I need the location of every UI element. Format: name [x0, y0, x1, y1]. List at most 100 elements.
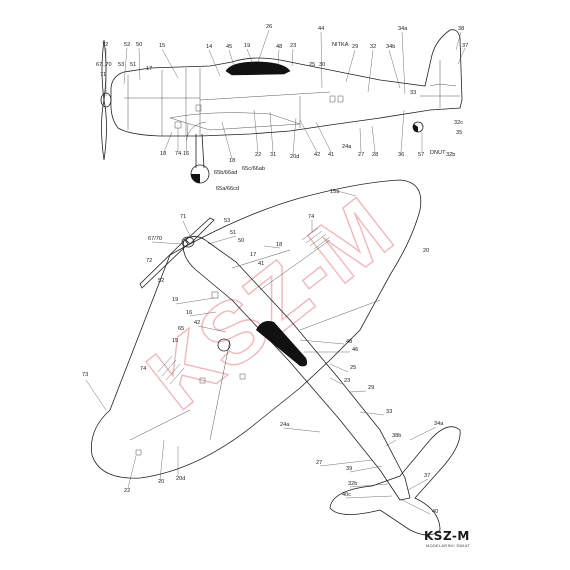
top-label-38b: 38b [392, 433, 401, 439]
side-label-27: 27 [358, 152, 364, 158]
top-label-29: 29 [368, 385, 374, 391]
side-label-48: 48 [276, 44, 282, 50]
side-label-20d: 20d [290, 154, 299, 160]
side-label-16: 16 [183, 151, 189, 157]
brand-logo-text: KSZ-M [424, 529, 470, 543]
top-label-18: 18 [276, 242, 282, 248]
top-label-40c: 40c [342, 492, 351, 498]
side-label-52: 52 [124, 42, 130, 48]
side-label-35: 35 [456, 130, 462, 136]
brand-subtitle: MODELARSKI ŚWIAT [426, 543, 470, 548]
side-label-38: 38 [458, 26, 464, 32]
top-label-71: 71 [180, 214, 186, 220]
top-label-27: 27 [316, 460, 322, 466]
side-label-17: 17 [146, 66, 152, 72]
top-view-drawing [91, 179, 461, 536]
side-label-14: 14 [206, 44, 212, 50]
top-label-23: 23 [344, 378, 350, 384]
top-label-15a: 15a [330, 189, 340, 195]
top-label-52: 52 [158, 278, 164, 284]
side-label-25: 25 [309, 62, 315, 68]
side-label-nitka: NITKA [332, 42, 349, 48]
side-label-65a-66cd: 65a/66cd [216, 186, 239, 192]
side-label-32b: 32b [446, 152, 455, 158]
top-label-73: 73 [82, 372, 88, 378]
top-label-25: 25 [350, 365, 356, 371]
side-label-33: 33 [410, 90, 416, 96]
side-label-34b: 34b [386, 44, 395, 50]
side-label-32: 32 [370, 44, 376, 50]
side-label-65c-66ab: 65c/66ab [242, 166, 265, 172]
side-label-31: 31 [270, 152, 276, 158]
top-label-20d: 20d [176, 476, 185, 482]
side-label-18a: 18 [160, 151, 166, 157]
top-label-41: 41 [258, 261, 264, 267]
side-label-23: 23 [290, 43, 296, 49]
side-label-72: 72 [102, 42, 108, 48]
side-canopy [225, 61, 291, 76]
top-label-17: 17 [250, 252, 256, 258]
top-label-74b: 74 [140, 366, 146, 372]
top-label-46: 46 [352, 347, 358, 353]
side-label-67-70: 67..70 [96, 62, 112, 68]
top-label-50: 50 [238, 238, 244, 244]
top-label-24a: 24a [280, 422, 290, 428]
side-label-28: 28 [372, 152, 378, 158]
top-label-65: 65 [178, 326, 184, 332]
side-label-36: 36 [398, 152, 404, 158]
top-detail-panels [135, 291, 246, 456]
side-label-18b: 18 [229, 158, 235, 164]
side-label-53: 53 [118, 62, 124, 68]
top-label-20b: 20 [158, 479, 164, 485]
side-label-24a: 24a [342, 144, 352, 150]
top-label-39: 39 [346, 466, 352, 472]
side-view-drawing [100, 29, 463, 184]
side-label-57: 57 [418, 152, 424, 158]
side-label-71: 71 [100, 72, 106, 78]
side-label-45: 45 [226, 44, 232, 50]
top-label-37: 37 [424, 473, 430, 479]
side-label-dnut: DNUT [430, 150, 446, 156]
top-wing [91, 179, 422, 479]
top-view-labels: 15a 71 53 74 67/70 51 50 72 52 17 18 41 … [82, 189, 444, 515]
side-view-labels: 72 52 50 15 14 45 19 26 48 23 44 NITKA 2… [96, 24, 468, 192]
side-label-41: 41 [328, 152, 334, 158]
top-label-40: 40 [432, 509, 438, 515]
top-label-19: 19 [172, 297, 178, 303]
side-label-51: 51 [130, 62, 136, 68]
side-label-65b-66ad: 65b/66ad [214, 170, 237, 176]
top-label-33: 33 [386, 409, 392, 415]
side-label-19: 19 [244, 43, 250, 49]
side-label-26: 26 [266, 24, 272, 30]
top-label-53: 53 [224, 218, 230, 224]
top-label-16: 16 [186, 310, 192, 316]
top-label-67-70: 67/70 [148, 236, 162, 242]
top-label-51: 51 [230, 230, 236, 236]
side-label-32c: 32c [454, 120, 463, 126]
top-canopy [256, 321, 308, 367]
top-label-72: 72 [146, 258, 152, 264]
side-main-gear [185, 121, 210, 184]
top-label-20a: 20 [423, 248, 429, 254]
side-label-37: 37 [462, 43, 468, 49]
side-label-44: 44 [318, 26, 324, 32]
top-label-74a: 74 [308, 214, 314, 220]
side-label-22: 22 [255, 152, 261, 158]
top-label-48: 48 [346, 339, 352, 345]
side-label-42: 42 [314, 152, 320, 158]
side-label-74: 74 [175, 151, 181, 157]
side-fuselage [110, 29, 463, 137]
side-label-50: 50 [136, 42, 142, 48]
side-tail-wheel [412, 121, 424, 133]
brand-logo: KSZ-M MODELARSKI ŚWIAT [424, 529, 470, 548]
side-label-30: 30 [319, 62, 325, 68]
top-stabilizer [329, 426, 461, 536]
top-propeller [139, 217, 215, 289]
top-label-22: 22 [124, 488, 130, 494]
side-label-29: 29 [352, 44, 358, 50]
top-label-15: 15 [172, 338, 178, 344]
top-label-34a: 34a [434, 421, 444, 427]
top-label-32b: 32b [348, 481, 357, 487]
top-label-42: 42 [194, 320, 200, 326]
